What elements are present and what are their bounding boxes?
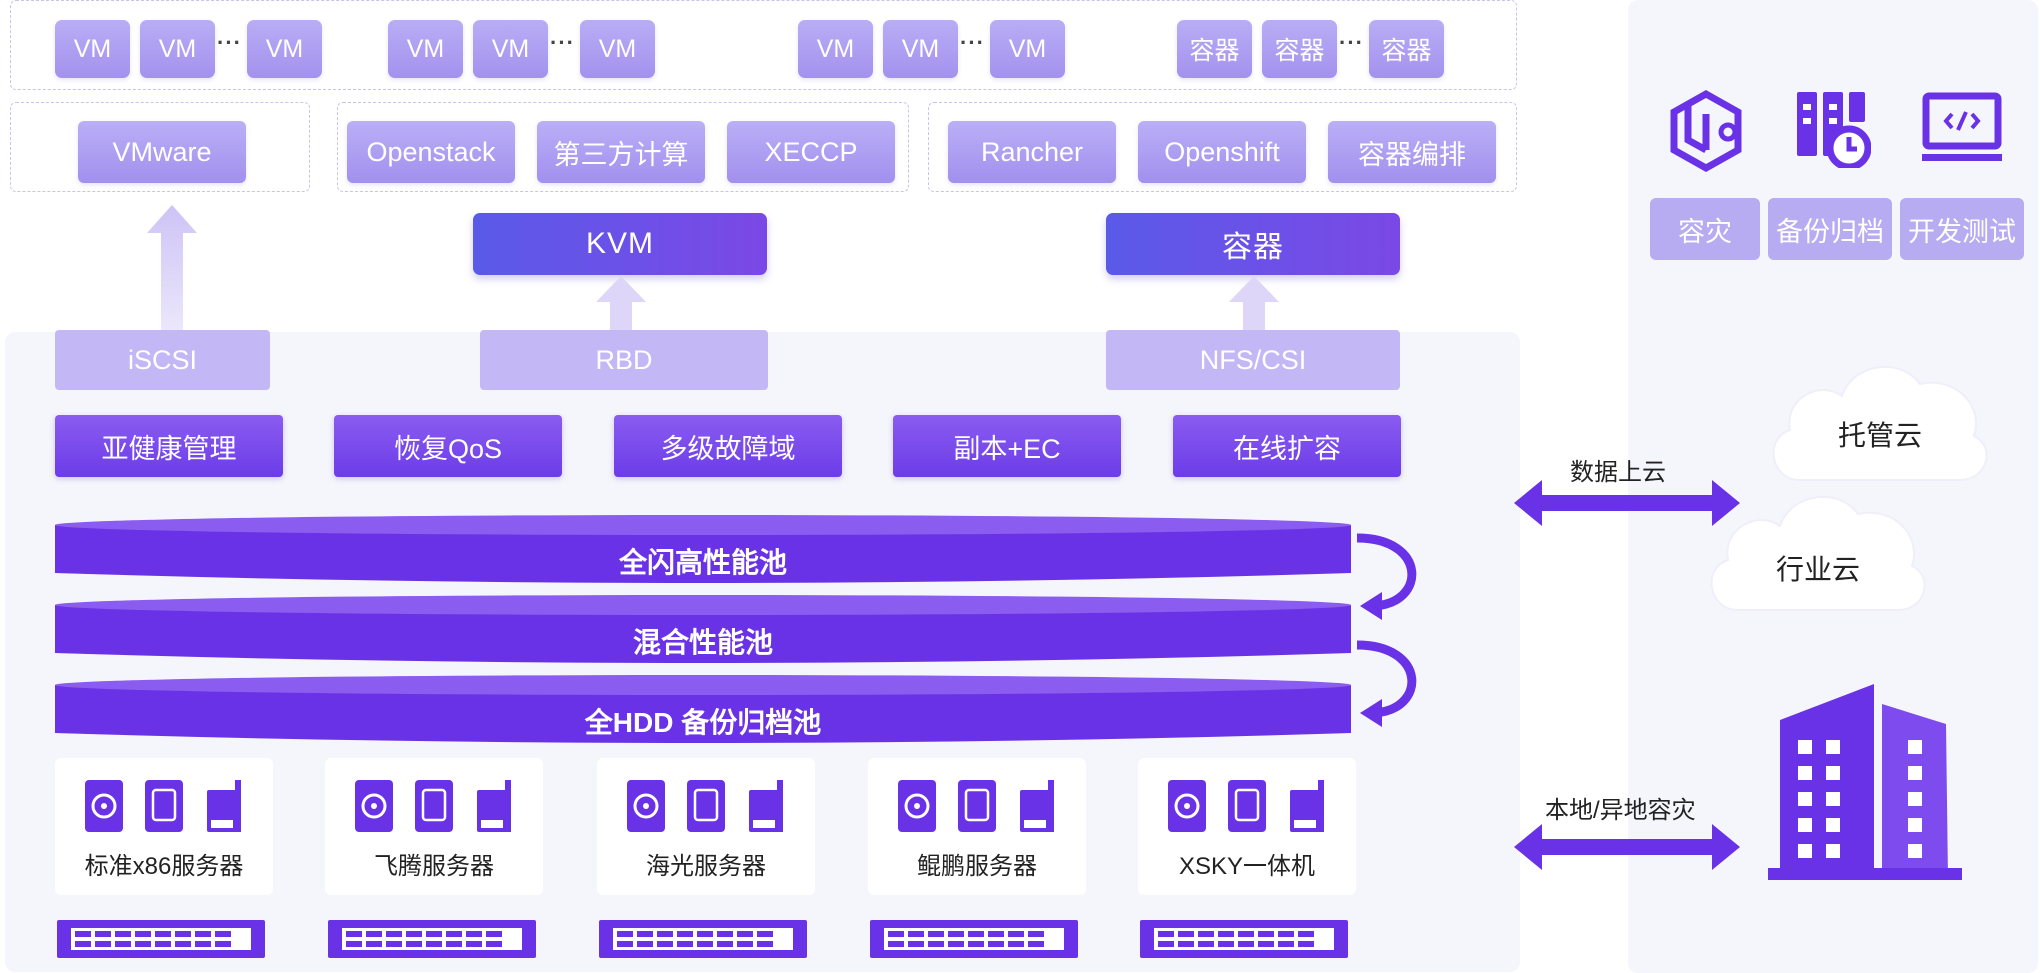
datacenter-building-icon (1768, 684, 1962, 880)
scenario-disaster-recovery: 容灾 (1650, 198, 1760, 260)
pool-label: 混合性能池 (632, 627, 773, 658)
container-core-box: 容器 (1106, 213, 1400, 275)
vm-box: VM (883, 20, 958, 78)
scenario-dev-test: 开发测试 (1900, 198, 2024, 260)
server-card: 标准x86服务器 (55, 758, 273, 895)
managed-cloud-label: 托管云 (1838, 420, 1923, 451)
nfs-csi-box: NFS/CSI (1106, 330, 1400, 390)
hdd-archive-pool: 全HDD 备份归档池 (55, 673, 1351, 745)
data-to-cloud-label: 数据上云 (1570, 459, 1666, 486)
hybrid-pool: 混合性能池 (55, 593, 1351, 665)
ssd-icon (958, 780, 996, 832)
ssd-card-icon (1020, 780, 1054, 832)
ssd-card-icon (477, 780, 511, 832)
vm-box: VM (580, 20, 655, 78)
ssd-icon (1228, 780, 1266, 832)
local-remote-dr-label: 本地/异地容灾 (1545, 797, 1696, 824)
sub-health-management: 亚健康管理 (55, 415, 283, 477)
ssd-icon (145, 780, 183, 832)
ssd-icon (415, 780, 453, 832)
online-expansion: 在线扩容 (1173, 415, 1401, 477)
server-card: 飞腾服务器 (325, 758, 543, 895)
cloud-icon (1710, 496, 1926, 611)
container-box: 容器 (1262, 20, 1337, 78)
replica-ec: 副本+EC (893, 415, 1121, 477)
up-arrow-icon (147, 205, 197, 330)
vmware-box: VMware (78, 121, 246, 183)
vm-box: VM (55, 20, 130, 78)
rack-server-icon (328, 920, 536, 958)
cloud-icon (1772, 366, 1988, 481)
pool-label: 全闪高性能池 (618, 547, 787, 578)
vm-box: VM (388, 20, 463, 78)
bidirectional-arrow-icon (1514, 824, 1740, 870)
vm-box: VM (990, 20, 1065, 78)
up-arrow-icon (1229, 276, 1279, 332)
rbd-box: RBD (480, 330, 768, 390)
tiering-arrow-icon (1356, 640, 1417, 727)
ssd-card-icon (749, 780, 783, 832)
server-name: 鲲鹏服务器 (917, 853, 1037, 880)
recovery-qos: 恢复QoS (334, 415, 562, 477)
server-name: XSKY一体机 (1178, 853, 1316, 880)
orchestration-box: 容器编排 (1328, 121, 1496, 183)
multi-level-fault-domain: 多级故障域 (614, 415, 842, 477)
rack-server-icon (57, 920, 265, 958)
container-box: 容器 (1369, 20, 1444, 78)
dev-test-icon (1922, 92, 2002, 161)
server-name: 海光服务器 (646, 853, 766, 880)
vm-box: VM (247, 20, 322, 78)
server-card: XSKY一体机 (1138, 758, 1356, 895)
rack-server-icon (870, 920, 1078, 958)
backup-archive-icon (1797, 92, 1871, 168)
ellipsis: ··· (960, 30, 985, 55)
ssd-card-icon (1290, 780, 1324, 832)
ellipsis: ··· (217, 30, 242, 55)
tiering-arrow-icon (1356, 533, 1417, 620)
vm-box: VM (798, 20, 873, 78)
rack-server-icon (599, 920, 807, 958)
server-card: 鲲鹏服务器 (868, 758, 1086, 895)
kvm-box: KVM (473, 213, 767, 275)
rack-server-icon (1140, 920, 1348, 958)
third-party-compute-box: 第三方计算 (537, 121, 705, 183)
hdd-icon (85, 780, 123, 832)
all-flash-pool: 全闪高性能池 (55, 513, 1351, 585)
vm-box: VM (473, 20, 548, 78)
pool-label: 全HDD 备份归档池 (584, 707, 822, 738)
up-arrow-icon (596, 276, 646, 332)
xeccp-box: XECCP (727, 121, 895, 183)
disaster-recovery-icon (1670, 90, 1742, 172)
server-name: 飞腾服务器 (374, 853, 494, 880)
ellipsis: ··· (1339, 30, 1364, 55)
container-box: 容器 (1177, 20, 1252, 78)
hdd-icon (898, 780, 936, 832)
openshift-box: Openshift (1138, 121, 1306, 183)
server-card: 海光服务器 (597, 758, 815, 895)
industry-cloud-label: 行业云 (1776, 554, 1861, 585)
hdd-icon (627, 780, 665, 832)
vm-box: VM (140, 20, 215, 78)
ellipsis: ··· (550, 30, 575, 55)
ssd-card-icon (207, 780, 241, 832)
rancher-box: Rancher (948, 121, 1116, 183)
bidirectional-arrow-icon (1514, 480, 1740, 526)
hdd-icon (355, 780, 393, 832)
scenario-backup-archive: 备份归档 (1768, 198, 1892, 260)
iscsi-box: iSCSI (55, 330, 270, 390)
server-name: 标准x86服务器 (84, 853, 244, 880)
hdd-icon (1168, 780, 1206, 832)
ssd-icon (687, 780, 725, 832)
openstack-box: Openstack (347, 121, 515, 183)
